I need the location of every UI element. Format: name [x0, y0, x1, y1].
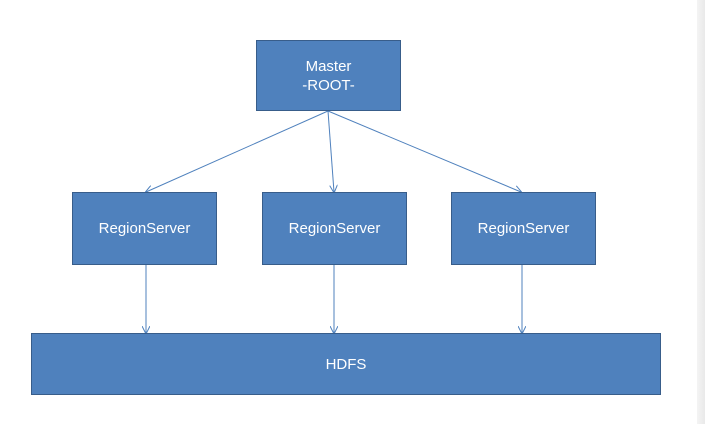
region-server-node-2: RegionServer — [262, 192, 407, 265]
window-edge — [697, 0, 705, 424]
arrow-master-to-rs3 — [327, 110, 521, 192]
region-server-label: RegionServer — [477, 220, 570, 237]
arrow-master-to-rs2 — [327, 110, 334, 192]
arrow-master-to-rs1 — [146, 110, 329, 192]
region-server-label: RegionServer — [288, 220, 381, 237]
master-node: Master -ROOT- — [256, 40, 401, 111]
region-server-label: RegionServer — [98, 220, 191, 237]
region-server-node-1: RegionServer — [72, 192, 217, 265]
hdfs-node: HDFS — [31, 333, 661, 395]
master-subtitle: -ROOT- — [302, 76, 355, 94]
master-title: Master — [305, 57, 352, 75]
region-server-node-3: RegionServer — [451, 192, 596, 265]
hdfs-label: HDFS — [325, 355, 367, 373]
